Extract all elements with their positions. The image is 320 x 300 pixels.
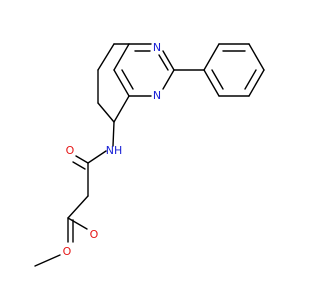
bond <box>248 69 265 97</box>
bond-double-inner <box>121 69 134 90</box>
bond-double-inner <box>158 54 169 71</box>
bond <box>203 43 220 71</box>
pyrimidine-ring <box>113 43 175 97</box>
bond <box>113 95 130 123</box>
bond <box>97 102 115 123</box>
bond-double-inner <box>244 69 257 90</box>
phenyl-ring <box>203 43 265 97</box>
cyclohexane-ring <box>97 43 130 123</box>
bond <box>112 121 115 147</box>
bond <box>113 69 130 97</box>
molecule-diagram: N N NH O O O <box>34 41 265 267</box>
nitrogen-atom-label: N <box>153 89 161 102</box>
bond <box>75 155 89 164</box>
amide-nh-label: NH <box>106 144 123 157</box>
bond-double-inner <box>72 161 86 170</box>
nitrogen-atom-label: N <box>153 41 161 54</box>
bond <box>97 43 115 71</box>
bond <box>87 150 107 164</box>
bond <box>67 217 88 230</box>
bond <box>67 195 89 219</box>
ester-carbonyl-oxygen-label: O <box>90 228 99 241</box>
ester-methoxy-oxygen-label: O <box>63 245 72 258</box>
bond-double-inner <box>211 69 224 90</box>
bond <box>248 43 265 71</box>
amide-oxygen-label: O <box>66 144 75 157</box>
bond <box>34 254 61 267</box>
bond <box>113 43 130 71</box>
bond <box>162 69 175 90</box>
bond <box>162 50 175 71</box>
bond <box>203 69 220 97</box>
